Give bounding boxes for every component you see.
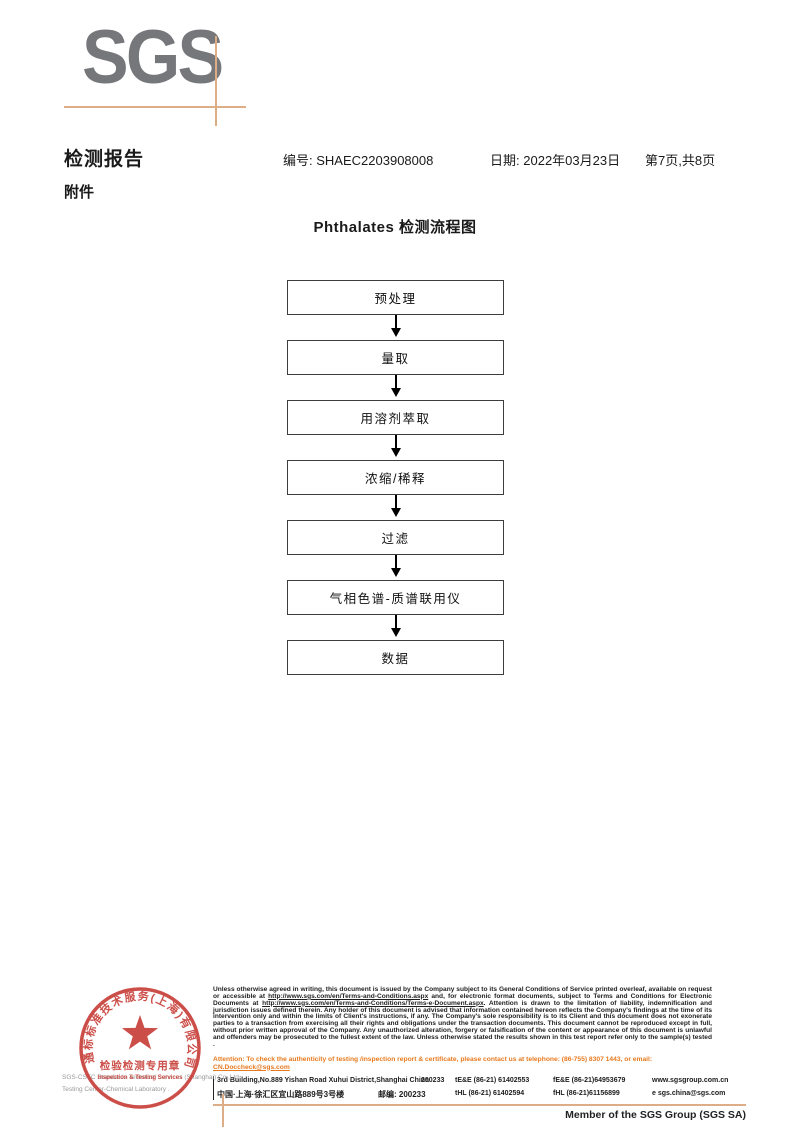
- terms-conditions-link[interactable]: http://www.sgs.com/en/Terms-and-Conditio…: [268, 992, 429, 1000]
- fax-hl: fHL (86-21)61156899: [553, 1090, 620, 1097]
- flow-step-filter: 过滤: [287, 520, 504, 555]
- report-date: 日期: 2022年03月23日: [490, 150, 620, 169]
- down-arrow-icon: [390, 375, 401, 400]
- flowchart-title: Phthalates 检测流程图: [313, 219, 477, 236]
- company-name-gray: SGS-CSTC Standards Technical Services (S…: [62, 1074, 241, 1081]
- attention-text: Attention: To check the authenticity of …: [213, 1056, 653, 1063]
- attention-notice: Attention: To check the authenticity of …: [213, 1056, 712, 1071]
- report-number: 编号: SHAEC2203908008: [283, 150, 433, 169]
- terms-e-document-link[interactable]: http://www.sgs.com/en/Terms-and-Conditio…: [262, 999, 484, 1007]
- tel-hl: tHL (86-21) 61402594: [455, 1090, 525, 1097]
- flow-step-measure: 量取: [287, 340, 504, 375]
- flow-step-solvent-extraction: 用溶剂萃取: [287, 400, 504, 435]
- footer-horizontal-line: [213, 1104, 746, 1106]
- report-title: 检测报告: [64, 149, 145, 170]
- stamp-ring: [79, 987, 201, 1109]
- doccheck-email-link[interactable]: CN.Doccheck@sgs.com: [213, 1063, 290, 1071]
- report-number-label: 编号:: [283, 153, 313, 168]
- report-date-value: 2022年03月23日: [523, 153, 621, 168]
- stamp-graphic: 通标标准技术服务(上海)有限公司 检验检测专用章 Inspection & Te…: [79, 987, 201, 1109]
- report-date-label: 日期:: [490, 153, 520, 168]
- lab-name-gray: Testing Center-Chemical Laboratory .: [62, 1086, 170, 1093]
- flowchart: 预处理 量取 用溶剂萃取 浓缩/稀释 过滤 气相色谱-质谱联用仪 数据: [287, 280, 504, 675]
- down-arrow-icon: [390, 315, 401, 340]
- stamp-star-icon: [121, 1015, 159, 1050]
- disclaimer-part2: and, for electronic format documents, su…: [213, 992, 712, 1007]
- member-of-sgs-group: Member of the SGS Group (SGS SA): [565, 1109, 746, 1121]
- address-chinese: 中国·上海·徐汇区宜山路889号3号楼: [217, 1090, 345, 1099]
- stamp-center-chinese: 检验检测专用章: [100, 1059, 181, 1072]
- inspection-stamp: 通标标准技术服务(上海)有限公司 检验检测专用章 Inspection & Te…: [76, 984, 204, 1112]
- logo-horizontal-line: [64, 106, 246, 108]
- flow-step-concentrate-dilute: 浓缩/稀释: [287, 460, 504, 495]
- postcode-english: 200233: [421, 1077, 445, 1084]
- down-arrow-icon: [390, 435, 401, 460]
- email[interactable]: e sgs.china@sgs.com: [652, 1090, 726, 1097]
- tel-ee: tE&E (86-21) 61402553: [455, 1077, 530, 1084]
- down-arrow-icon: [390, 495, 401, 520]
- address-english: 3rd Building,No.889 Yishan Road Xuhui Di…: [217, 1077, 429, 1084]
- flow-step-data: 数据: [287, 640, 504, 675]
- flow-step-gcms: 气相色谱-质谱联用仪: [287, 580, 504, 615]
- sgs-logo: SGS: [82, 15, 224, 100]
- disclaimer-text: Unless otherwise agreed in writing, this…: [213, 986, 712, 1049]
- postcode-chinese: 邮编: 200233: [378, 1090, 426, 1099]
- website[interactable]: www.sgsgroup.com.cn: [652, 1077, 729, 1084]
- address-divider-line: [213, 1076, 214, 1100]
- down-arrow-icon: [390, 555, 401, 580]
- report-number-value: SHAEC2203908008: [316, 153, 434, 168]
- disclaimer-part3: . Attention is drawn to the limitation o…: [213, 999, 712, 1048]
- page-indicator: 第7页,共8页: [645, 153, 716, 168]
- fax-ee: fE&E (86-21)64953679: [553, 1077, 626, 1084]
- disclaimer-part1: Unless otherwise agreed in writing, this…: [213, 986, 712, 1000]
- logo-vertical-line: [215, 36, 217, 126]
- stamp-center-english: Inspection & Testing Services: [98, 1075, 184, 1081]
- footer-vertical-tick: [222, 1094, 224, 1127]
- flow-step-pretreatment: 预处理: [287, 280, 504, 315]
- down-arrow-icon: [390, 615, 401, 640]
- attachment-label: 附件: [64, 184, 95, 201]
